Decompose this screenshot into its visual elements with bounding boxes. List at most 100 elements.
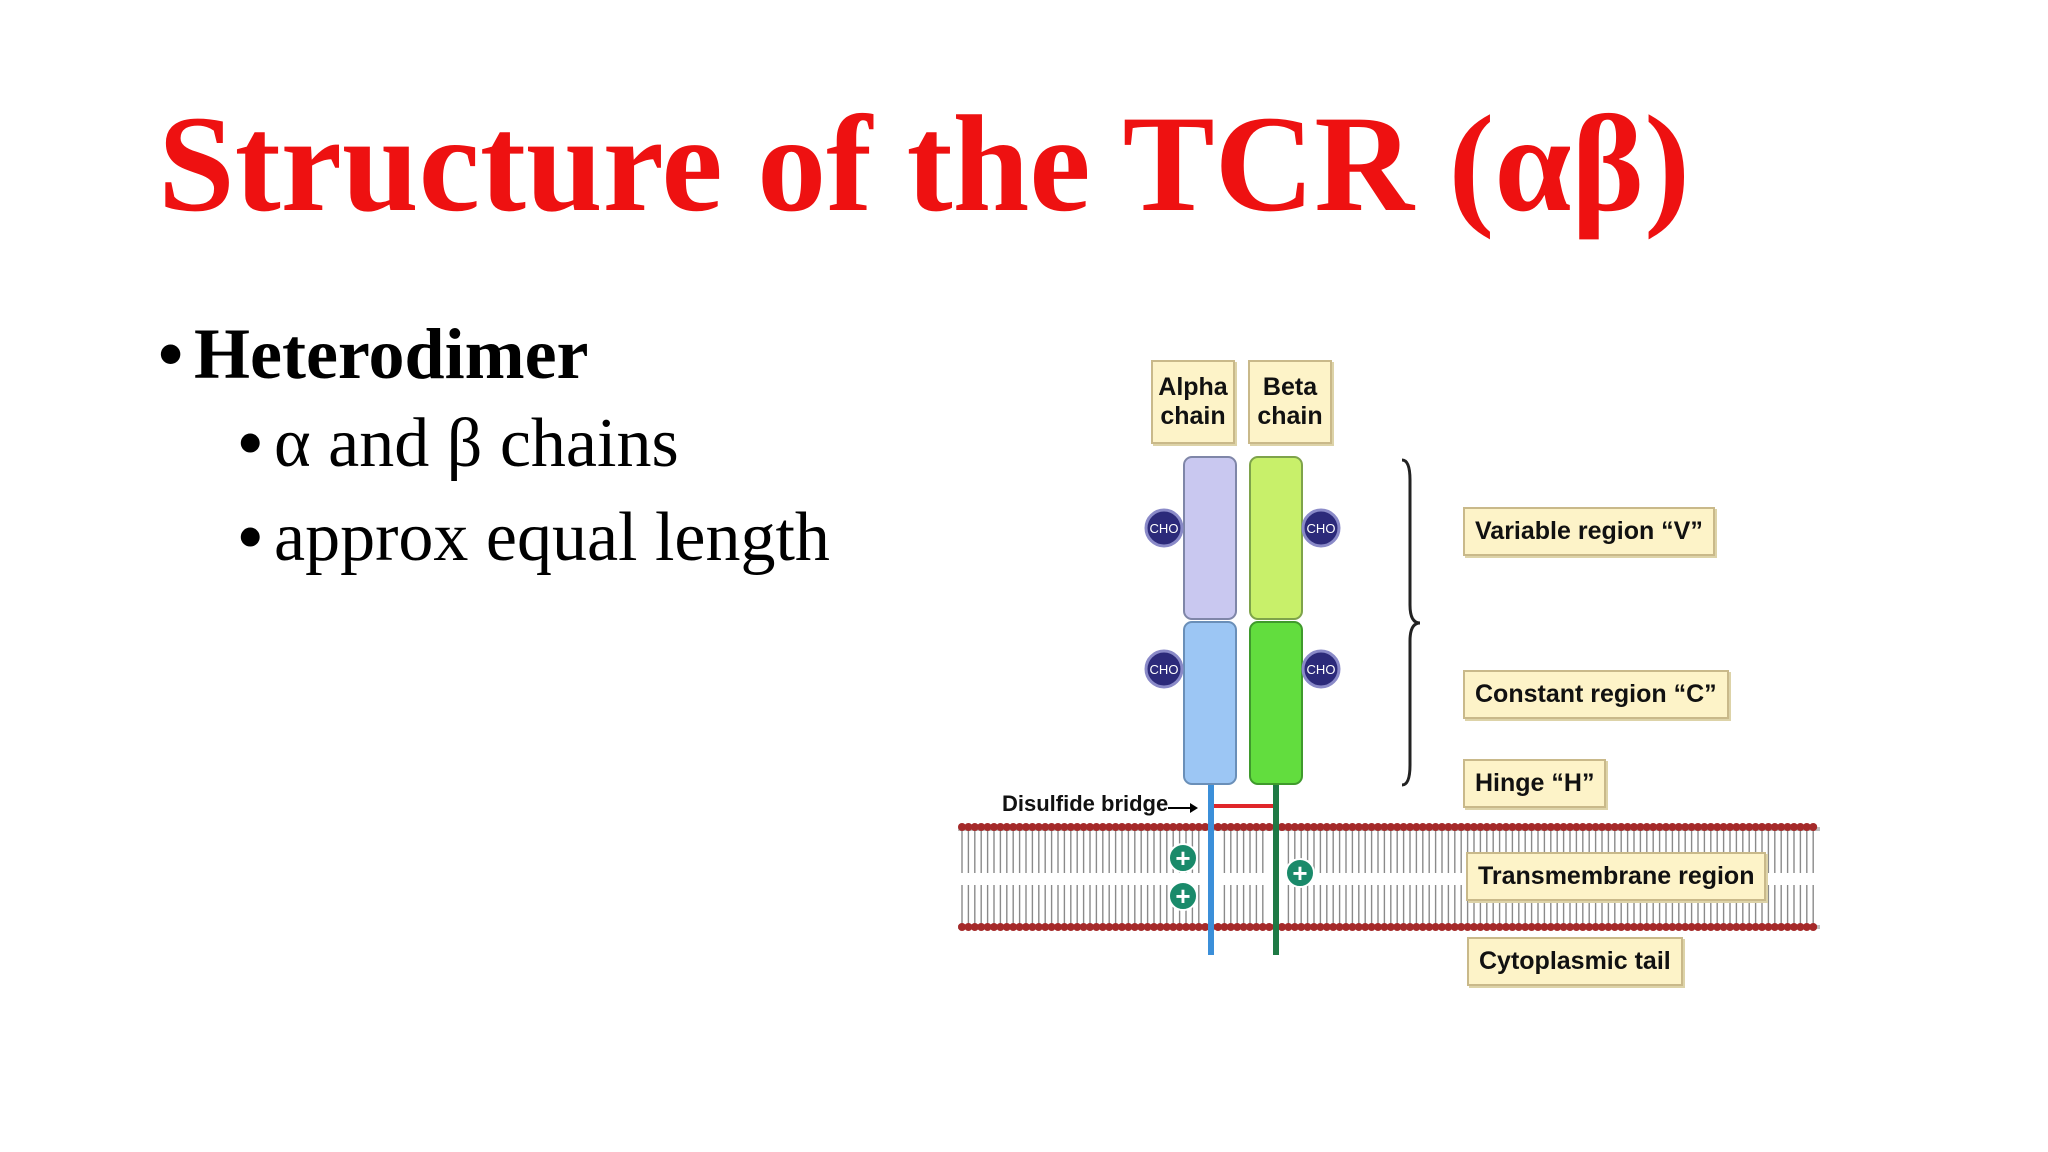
charge-text: + — [1175, 881, 1190, 911]
lipid-head — [983, 923, 992, 931]
lipid-head — [1073, 923, 1082, 931]
lipid-head — [1700, 823, 1709, 831]
lipid-head — [1694, 823, 1702, 831]
lipid-head — [1066, 823, 1075, 831]
lipid-head — [1086, 823, 1094, 831]
lipid-head — [1412, 923, 1421, 931]
cho-circle — [1301, 508, 1341, 548]
lipid-head — [1790, 823, 1798, 831]
lipid-head — [1598, 923, 1606, 931]
lipid-head — [1796, 823, 1805, 831]
alpha-constant-domain — [1183, 621, 1237, 785]
lipid-head — [1540, 823, 1549, 831]
slide-title: Structure of the TCR (αβ) — [158, 87, 1691, 240]
lipid-head — [1137, 823, 1146, 831]
lipid-head — [1015, 923, 1024, 931]
lipid-head — [1476, 923, 1485, 931]
lipid-head — [1214, 823, 1222, 831]
lipid-head — [1566, 823, 1574, 831]
lipid-head — [1188, 923, 1197, 931]
lipid-head — [1674, 823, 1683, 831]
lipid-head — [1719, 923, 1728, 931]
variable-region-label: Variable region “V” — [1463, 507, 1715, 556]
lipid-head — [1022, 923, 1030, 931]
lipid-head — [1713, 923, 1722, 931]
lipid-head — [1642, 823, 1651, 831]
lipid-head — [1386, 923, 1395, 931]
lipid-head — [1105, 923, 1114, 931]
lipid-head — [1514, 923, 1523, 931]
lipid-head — [1284, 823, 1293, 831]
lipid-head — [1399, 923, 1408, 931]
lipid-head — [1508, 923, 1517, 931]
lipid-head — [1009, 923, 1018, 931]
lipid-head — [990, 923, 998, 931]
lipid-head — [1495, 823, 1504, 831]
lipid-head — [1329, 923, 1338, 931]
beta-variable-domain — [1249, 456, 1303, 620]
cho-text: CHO — [1150, 521, 1179, 536]
lipid-head — [1316, 823, 1325, 831]
lipid-head — [1290, 923, 1299, 931]
lipid-head — [1380, 923, 1389, 931]
lipid-head — [1546, 823, 1555, 831]
lipid-head — [1463, 923, 1472, 931]
lipid-head — [1687, 823, 1696, 831]
lipid-head — [1002, 923, 1011, 931]
lipid-head — [1809, 823, 1818, 831]
lipid-head — [1546, 923, 1555, 931]
lipid-head — [1444, 923, 1453, 931]
cho-alpha-variable: CHO — [1144, 508, 1184, 548]
lipid-head — [1431, 823, 1440, 831]
lipid-head — [1162, 823, 1171, 831]
lipid-head — [1233, 923, 1242, 931]
lipid-head — [1681, 923, 1690, 931]
lipid-head — [1156, 823, 1165, 831]
lipid-head — [1534, 823, 1542, 831]
constant-region-label: Constant region “C” — [1463, 670, 1729, 719]
lipid-head — [1482, 923, 1491, 931]
lipid-head — [1118, 923, 1126, 931]
lipid-head — [1649, 923, 1658, 931]
charge-circle — [1168, 843, 1198, 873]
lipid-head — [1668, 923, 1677, 931]
lipid-head — [1572, 923, 1581, 931]
lipid-head — [1495, 923, 1504, 931]
lipid-head — [1604, 923, 1613, 931]
beta-label-line1: Beta — [1262, 373, 1318, 402]
bullet-dot: • — [238, 405, 263, 482]
cho-beta-variable: CHO — [1301, 508, 1341, 548]
lipid-head — [1054, 823, 1062, 831]
lipid-head — [1758, 823, 1766, 831]
lipid-head — [1130, 923, 1139, 931]
lipid-head — [1258, 923, 1267, 931]
lipid-head — [1636, 923, 1645, 931]
cho-alpha-constant: CHO — [1144, 649, 1184, 689]
lipid-head — [1534, 923, 1542, 931]
tcr-diagram-svg: CHO CHO CHO CHO + + + — [958, 456, 1820, 955]
lipid-head — [958, 923, 966, 931]
lipid-head — [1777, 823, 1786, 831]
lipid-head — [1188, 823, 1197, 831]
cho-beta-constant: CHO — [1301, 649, 1341, 689]
lipid-head — [1591, 923, 1600, 931]
charge-circle — [1285, 858, 1315, 888]
cho-text: CHO — [1307, 521, 1336, 536]
bullet-equal-length: •approx equal length — [158, 491, 830, 585]
lipid-head — [1265, 823, 1274, 831]
cell-membrane — [958, 823, 1820, 931]
lipid-head — [1508, 823, 1517, 831]
bullet-alpha-beta-chains: •α and β chains — [158, 397, 830, 491]
lipid-head — [1310, 923, 1318, 931]
beta-chain-label: Beta chain — [1248, 360, 1332, 444]
charge-text: + — [1292, 858, 1307, 888]
lipid-head — [1303, 823, 1312, 831]
lipid-head — [1482, 823, 1491, 831]
lipid-head — [983, 823, 992, 831]
cho-text: CHO — [1150, 662, 1179, 677]
lipid-heads-upper — [958, 823, 1818, 831]
lipid-head — [1367, 923, 1376, 931]
lipid-head — [1137, 923, 1146, 931]
lipid-head — [1047, 923, 1056, 931]
bullet-dot: • — [158, 314, 184, 394]
